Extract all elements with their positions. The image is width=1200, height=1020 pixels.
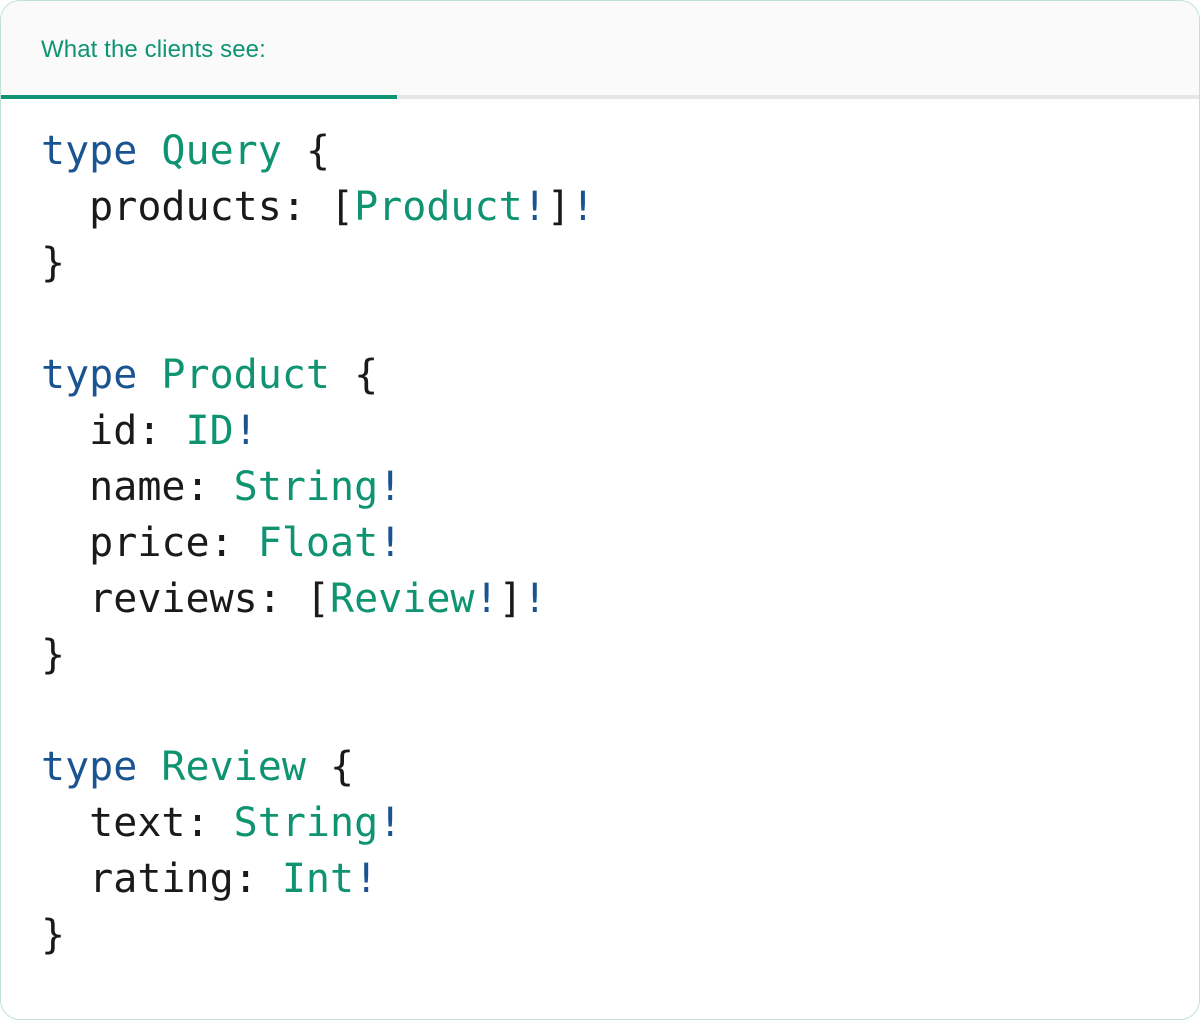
code-token-type-name: Review <box>330 576 475 622</box>
code-token-plain <box>137 352 161 398</box>
code-token-punctuation: : <box>185 464 234 510</box>
code-token-field-name: rating <box>89 856 234 902</box>
code-token-punctuation: { <box>305 128 331 174</box>
code-token-keyword: type <box>41 352 138 398</box>
code-line: rating: Int! <box>41 851 1159 907</box>
code-token-punctuation: [ <box>330 184 355 230</box>
code-token-non-null-bang: ! <box>354 856 379 902</box>
code-token-non-null-bang: ! <box>522 576 547 622</box>
code-line: text: String! <box>41 795 1159 851</box>
code-line <box>41 683 1159 739</box>
code-token-type-name: Float <box>257 520 379 566</box>
code-token-punctuation: : <box>281 184 330 230</box>
code-token-punctuation: } <box>41 912 66 958</box>
code-token-type-name: Int <box>281 856 355 902</box>
code-token-plain <box>306 744 330 790</box>
code-token-punctuation: ] <box>546 184 571 230</box>
code-line: id: ID! <box>41 403 1159 459</box>
code-token-punctuation: : <box>257 576 306 622</box>
code-token-field-name: id <box>89 408 138 454</box>
code-token-plain <box>330 352 354 398</box>
code-token-punctuation: : <box>209 520 258 566</box>
code-token-non-null-bang: ! <box>474 576 499 622</box>
code-token-field-name: reviews <box>89 576 258 622</box>
code-token-punctuation: : <box>185 800 234 846</box>
page-title: What the clients see: <box>41 36 266 63</box>
code-token-punctuation: { <box>354 352 379 398</box>
code-token-non-null-bang: ! <box>522 184 547 230</box>
code-token-punctuation: [ <box>305 576 331 622</box>
code-line: type Review { <box>41 739 1159 795</box>
tab-active-indicator <box>1 95 397 99</box>
code-line: reviews: [Review!]! <box>41 571 1159 627</box>
code-token-non-null-bang: ! <box>233 408 258 454</box>
code-token-type-name: String <box>233 464 379 510</box>
code-line: type Product { <box>41 347 1159 403</box>
graphql-schema-code: type Query { products: [Product!]!}type … <box>41 123 1159 963</box>
code-viewer: type Query { products: [Product!]!}type … <box>1 99 1199 1019</box>
code-token-punctuation: } <box>41 632 66 678</box>
code-token-keyword: type <box>41 128 138 174</box>
code-line: } <box>41 627 1159 683</box>
code-token-non-null-bang: ! <box>570 184 595 230</box>
code-line <box>41 291 1159 347</box>
code-line: products: [Product!]! <box>41 179 1159 235</box>
code-token-punctuation: ] <box>498 576 523 622</box>
code-token-punctuation: : <box>137 408 186 454</box>
code-token-non-null-bang: ! <box>378 800 403 846</box>
tab-rail <box>1 95 1199 99</box>
code-token-field-name: price <box>89 520 210 566</box>
code-line: } <box>41 907 1159 963</box>
code-token-punctuation: { <box>330 744 355 790</box>
code-token-type-name: Product <box>161 352 330 398</box>
code-token-field-name: name <box>89 464 186 510</box>
code-token-type-name: Review <box>161 744 306 790</box>
code-token-punctuation: : <box>233 856 282 902</box>
code-token-type-name: Query <box>161 128 282 174</box>
code-token-non-null-bang: ! <box>378 464 403 510</box>
code-token-plain <box>282 128 306 174</box>
code-token-punctuation: } <box>41 240 66 286</box>
code-token-plain <box>137 744 161 790</box>
code-token-field-name: products <box>89 184 282 230</box>
code-token-keyword: type <box>41 744 138 790</box>
code-token-type-name: Product <box>354 184 523 230</box>
code-line: name: String! <box>41 459 1159 515</box>
code-line: type Query { <box>41 123 1159 179</box>
code-token-non-null-bang: ! <box>378 520 403 566</box>
code-line: } <box>41 235 1159 291</box>
tab-what-the-clients-see[interactable]: What the clients see: <box>1 1 310 99</box>
card-header: What the clients see: <box>1 1 1199 99</box>
code-token-field-name: text <box>89 800 186 846</box>
code-token-type-name: ID <box>185 408 234 454</box>
code-token-type-name: String <box>233 800 379 846</box>
code-token-plain <box>137 128 161 174</box>
code-line: price: Float! <box>41 515 1159 571</box>
